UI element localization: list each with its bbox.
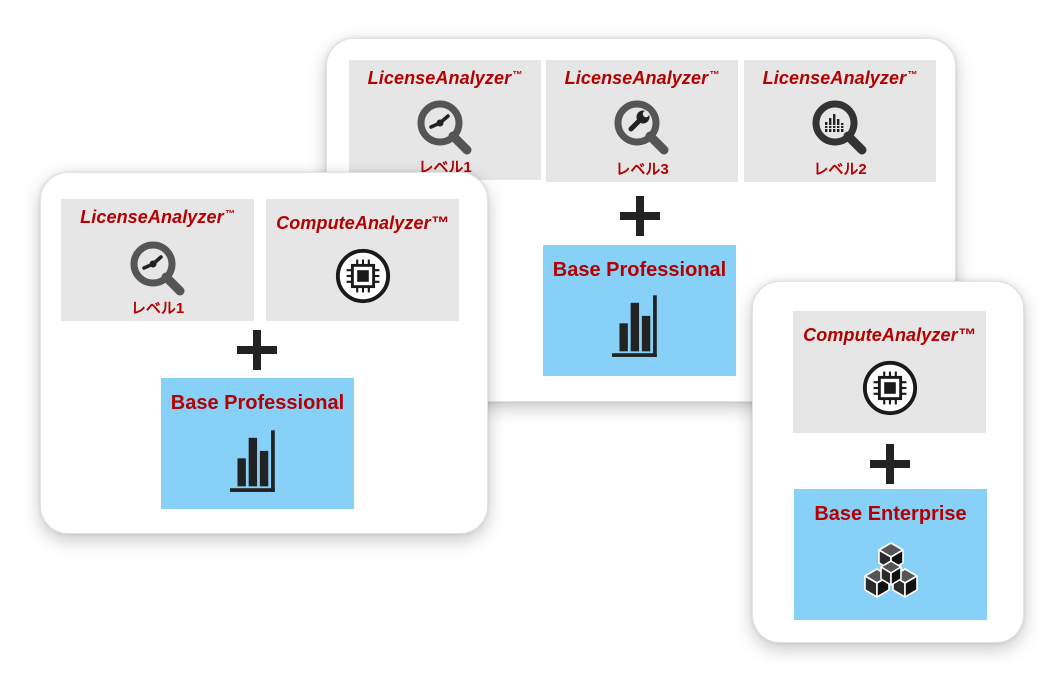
base-name: Base Professional <box>170 392 345 414</box>
back-tile-license-level1: LicenseAnalyzer™ レベル1 <box>349 60 541 180</box>
bar-chart-icon <box>230 430 286 496</box>
base-name: Base Professional <box>552 259 727 281</box>
base-name: Base Enterprise <box>814 503 967 525</box>
product-name: LicenseAnalyzer <box>367 68 512 88</box>
plus-icon <box>237 330 277 370</box>
magnifier-clock-icon <box>128 239 188 299</box>
product-name: LicenseAnalyzer <box>762 68 907 88</box>
product-name: LicenseAnalyzer <box>564 68 709 88</box>
level-label: レベル1 <box>418 159 472 176</box>
cpu-chip-icon <box>861 359 919 417</box>
trademark: ™ <box>957 325 976 345</box>
trademark: ™ <box>709 70 720 81</box>
product-name: ComputeAnalyzer <box>276 213 431 233</box>
level-label: レベル1 <box>130 300 185 317</box>
trademark: ™ <box>224 209 235 220</box>
trademark: ™ <box>907 70 918 81</box>
left-base-professional: Base Professional <box>161 378 354 509</box>
plus-icon <box>620 196 660 236</box>
plus-icon <box>870 444 910 484</box>
magnifier-bars-icon <box>810 98 870 158</box>
level-label: レベル3 <box>615 161 669 178</box>
product-name: ComputeAnalyzer <box>803 325 958 345</box>
magnifier-wrench-icon <box>612 98 672 158</box>
trademark: ™ <box>430 213 449 233</box>
left-tile-license-level1: LicenseAnalyzer™ レベル1 <box>61 199 254 321</box>
cpu-chip-icon <box>334 247 392 305</box>
back-tile-license-level3: LicenseAnalyzer™ レベル3 <box>546 60 738 182</box>
right-tile-compute: ComputeAnalyzer™ <box>793 311 986 433</box>
stacked-cubes-icon <box>863 542 918 598</box>
back-tile-license-level2: LicenseAnalyzer™ レベル2 <box>744 60 936 182</box>
magnifier-clock-icon <box>415 98 475 158</box>
back-base-professional: Base Professional <box>543 245 736 376</box>
bar-chart-icon <box>612 295 668 361</box>
product-name: LicenseAnalyzer <box>80 207 224 227</box>
trademark: ™ <box>512 70 523 81</box>
level-label: レベル2 <box>813 161 867 178</box>
right-base-enterprise: Base Enterprise <box>794 489 987 620</box>
left-tile-compute: ComputeAnalyzer™ <box>266 199 459 321</box>
